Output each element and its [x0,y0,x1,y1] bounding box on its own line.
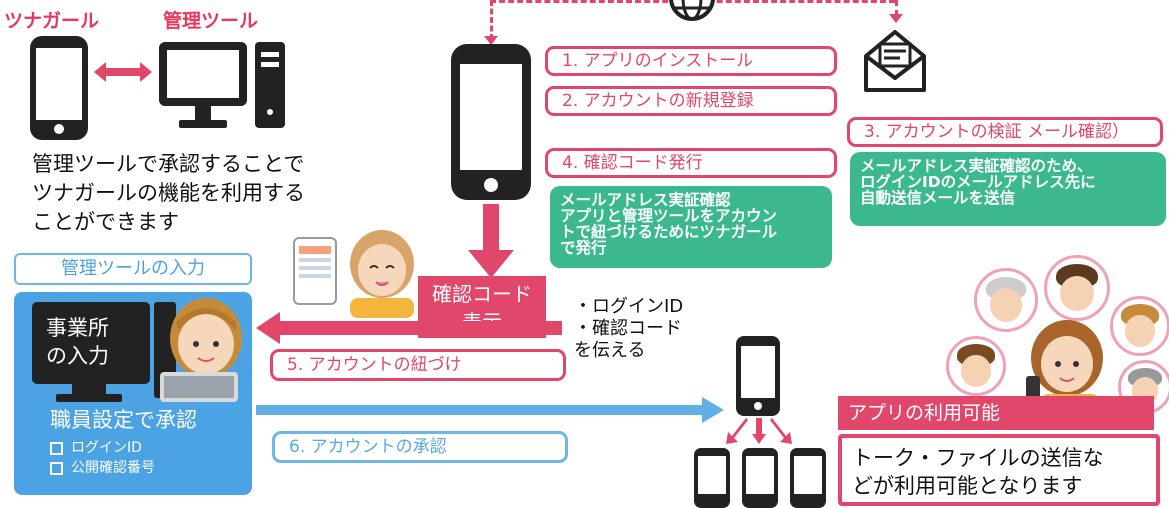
center-smartphone-icon [451,44,531,200]
arrowhead-down-left [484,36,498,45]
step-2-register: 2. アカウントの新規登録 [545,86,837,116]
user-smartphone-3-icon [790,448,826,508]
dashed-connector-left [490,0,493,40]
mail-envelope-icon [862,26,928,96]
code-issue-note: メールアドレス実証確認 アプリと管理ツールをアカウン トで紐づけるためにツナガー… [550,186,832,268]
step-6-approve-account: 6. アカウントの承認 [272,431,568,463]
convey-info-text: ・ログインID ・確認コード を伝える [574,296,684,361]
admin-input-title: 管理ツールの入力 [61,258,205,279]
left-arrow-to-admin [256,310,564,346]
right-arrow-approval [256,395,726,425]
app-available-banner: アプリの利用可能 [838,396,1154,430]
approval-items: ログインID 公開確認番号 [50,438,155,478]
distribution-smartphone-icon [736,336,780,416]
checkbox-icon [50,461,63,475]
woman-showing-phone-illustration [290,228,430,318]
admin-tool-label: 管理ツール [163,10,259,32]
down-arrow [466,204,516,280]
step-3-verify: 3. アカウントの検証 メール確認） [847,117,1163,147]
staff-setting-approval: 職員設定で承認 [50,408,197,432]
user-avatar-man [1044,255,1110,321]
bidirectional-arrow-icon [92,60,154,84]
step-1-install: 1. アプリのインストール [545,46,837,76]
checkbox-icon [50,441,63,455]
user-avatar-woman-right [1110,296,1169,356]
mail-verification-note: メールアドレス実証確認のため、 ログインIDのメールアドレス先に 自動送信メール… [850,152,1166,226]
user-smartphone-1-icon [694,448,730,508]
user-avatar-woman-left [946,336,1006,396]
office-input-label: 事業所 の入力 [46,316,109,368]
tsunagaru-label: ツナガール [4,10,100,32]
step-5-link-account: 5. アカウントの紐づけ [270,349,566,381]
step-4-code-issue: 4. 確認コード発行 [545,148,837,178]
spread-arrows [718,418,800,446]
arrowhead-down-right [889,14,903,23]
dashed-connector-right [895,0,898,16]
operator-woman-illustration [154,294,250,404]
user-smartphone-2-icon [742,448,778,508]
admin-input-title-box: 管理ツールの入力 [14,253,252,285]
app-available-description: トーク・ファイルの送信な どが利用可能となります [838,434,1160,506]
smartphone-icon [30,36,88,140]
user-avatar-elderly-woman [974,268,1038,332]
globe-icon [668,0,716,22]
admin-approval-description: 管理ツールで承認することで ツナガールの機能を利用する ことができます [32,152,305,234]
admin-input-panel: 事業所 の入力 職員設定で承認 ログインID 公開確認番号 [14,292,252,495]
desktop-computer-icon [157,38,287,134]
